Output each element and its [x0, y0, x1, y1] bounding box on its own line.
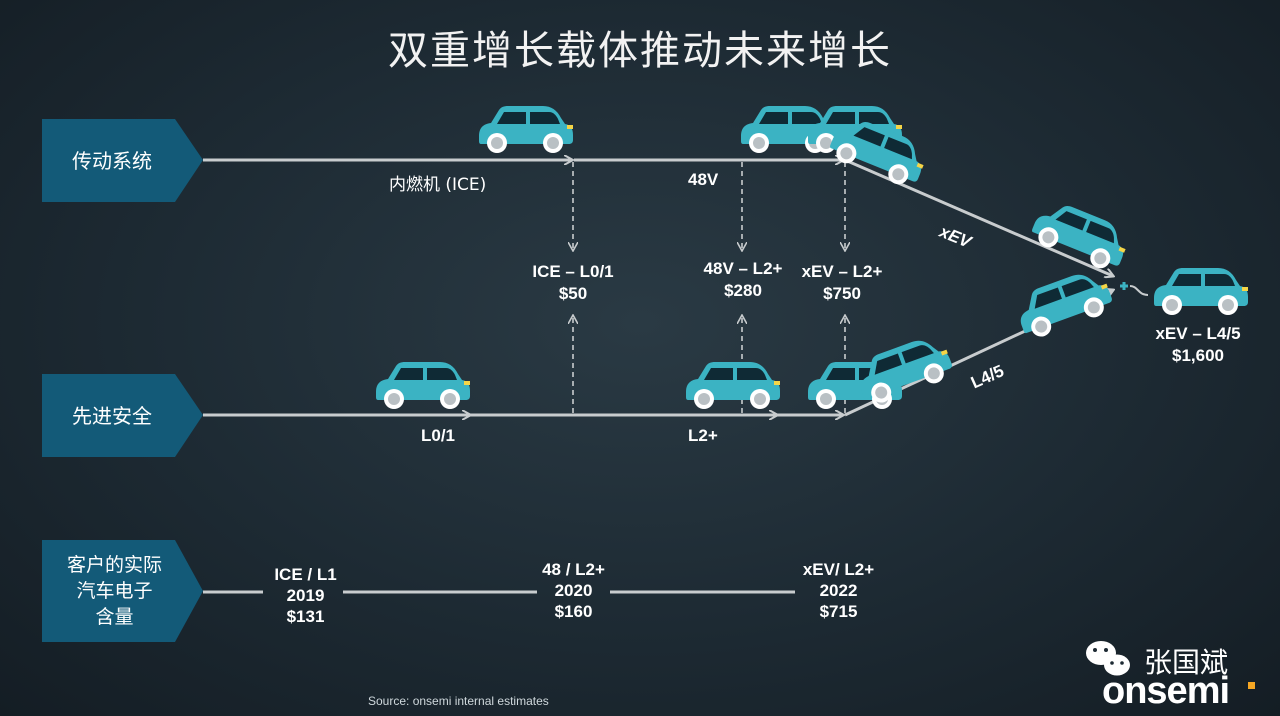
timeline-point-2019: ICE / L1 2019 $131 — [274, 565, 337, 626]
onsemi-logo: onsemi — [1102, 670, 1230, 712]
source-note: Source: onsemi internal estimates — [368, 694, 549, 708]
charging-plug-icon — [1120, 282, 1149, 296]
timeline-point-2022: xEV/ L2+ 2022 $715 — [802, 560, 875, 621]
content-label-box — [42, 540, 203, 642]
line-label-l01: L0/1 — [421, 426, 456, 445]
value-ice-l01-label: ICE – L0/1 — [532, 262, 614, 281]
car-icon — [686, 362, 780, 409]
safety-label-box — [42, 374, 203, 457]
car-icon — [376, 362, 470, 409]
row-label-content: 客户的实际 汽车电子 含量 — [66, 554, 162, 628]
row-label-safety: 先进安全 — [72, 403, 152, 428]
value-xev-l45-amount: $1,600 — [1172, 346, 1224, 365]
value-48v-l2: 48V – L2+ $280 — [683, 259, 803, 301]
author-name: 张国斌 — [1144, 646, 1229, 679]
logo-accent — [1248, 682, 1255, 689]
value-xev-l2: xEV – L2+ $750 — [782, 262, 902, 304]
wechat-icon — [1086, 641, 1130, 676]
car-icon — [1154, 268, 1248, 315]
car-icon — [479, 106, 573, 153]
timeline-point-2020: 48 / L2+ 2020 $160 — [542, 560, 605, 621]
value-xev-l45-label: xEV – L4/5 — [1155, 324, 1241, 343]
line-label-ice: 内燃机 (ICE) — [389, 175, 487, 195]
value-48v-l2-amount: $280 — [724, 281, 762, 300]
value-xev-l2-amount: $750 — [823, 284, 861, 303]
value-xev-l45: xEV – L4/5 $1,600 — [1138, 324, 1258, 366]
page-title: 双重增长载体推动未来增长 — [388, 28, 892, 74]
row-label-powertrain: 传动系统 — [72, 148, 152, 173]
car-icon — [1011, 265, 1117, 343]
line-label-48v: 48V — [688, 170, 719, 189]
powertrain-arrow-xev — [844, 158, 1113, 276]
value-ice-l01-amount: $50 — [558, 284, 588, 303]
value-ice-l01: ICE – L0/1 $50 — [513, 262, 633, 304]
value-xev-l2-label: xEV – L2+ — [801, 262, 883, 281]
powertrain-label-box — [42, 119, 203, 202]
line-label-l2: L2+ — [688, 426, 718, 445]
value-48v-l2-label: 48V – L2+ — [703, 259, 783, 278]
